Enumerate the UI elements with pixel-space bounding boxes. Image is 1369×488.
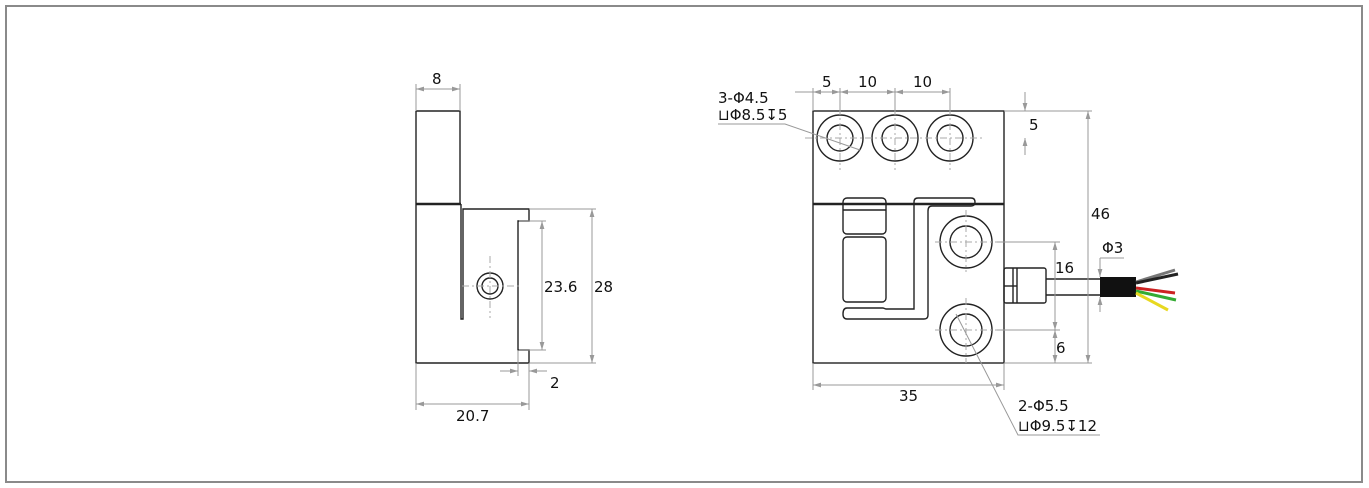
wire-white <box>1135 268 1176 284</box>
wire-red <box>1135 286 1176 295</box>
dim-cable-diameter: Φ3 <box>1102 239 1123 257</box>
front-view: 5 10 10 3-Φ4.5 ⊔Φ8.5↧5 5 46 16 6 Φ3 35 2… <box>718 73 1179 436</box>
front-body-outline <box>812 110 1005 364</box>
bottom-holes-note-line1: 2-Φ5.5 <box>1018 397 1069 415</box>
dim-side-lip: 2 <box>550 374 560 392</box>
bottom-mounting-holes <box>935 210 997 363</box>
dim-front-height: 46 <box>1091 205 1110 223</box>
top-holes-note-line2: ⊔Φ8.5↧5 <box>718 106 787 124</box>
dim-hole-spacing-vertical: 16 <box>1055 259 1074 277</box>
flexure-slots <box>842 197 976 320</box>
side-view: 8 23.6 28 2 20.7 <box>415 70 613 425</box>
dim-side-width-top: 8 <box>432 70 442 88</box>
bottom-holes-note-line2: ⊔Φ9.5↧12 <box>1018 417 1097 435</box>
dim-side-total-width: 20.7 <box>456 407 489 425</box>
dim-hole-spacing-2: 10 <box>913 73 932 91</box>
dim-front-width: 35 <box>899 387 918 405</box>
top-mounting-holes <box>805 108 985 170</box>
dim-side-inner-height: 23.6 <box>544 278 577 296</box>
drawing-frame <box>5 5 1363 483</box>
dim-top-offset: 5 <box>1029 116 1039 134</box>
wire-green <box>1135 289 1177 302</box>
dim-hole-spacing-1: 10 <box>858 73 877 91</box>
wire-yellow <box>1135 291 1169 312</box>
wire-black <box>1135 272 1179 285</box>
dim-side-height: 28 <box>594 278 613 296</box>
dim-bottom-offset: 6 <box>1056 339 1066 357</box>
dim-hole-offset: 5 <box>822 73 832 91</box>
cable-jacket <box>1100 277 1136 297</box>
top-holes-note-line1: 3-Φ4.5 <box>718 89 769 107</box>
